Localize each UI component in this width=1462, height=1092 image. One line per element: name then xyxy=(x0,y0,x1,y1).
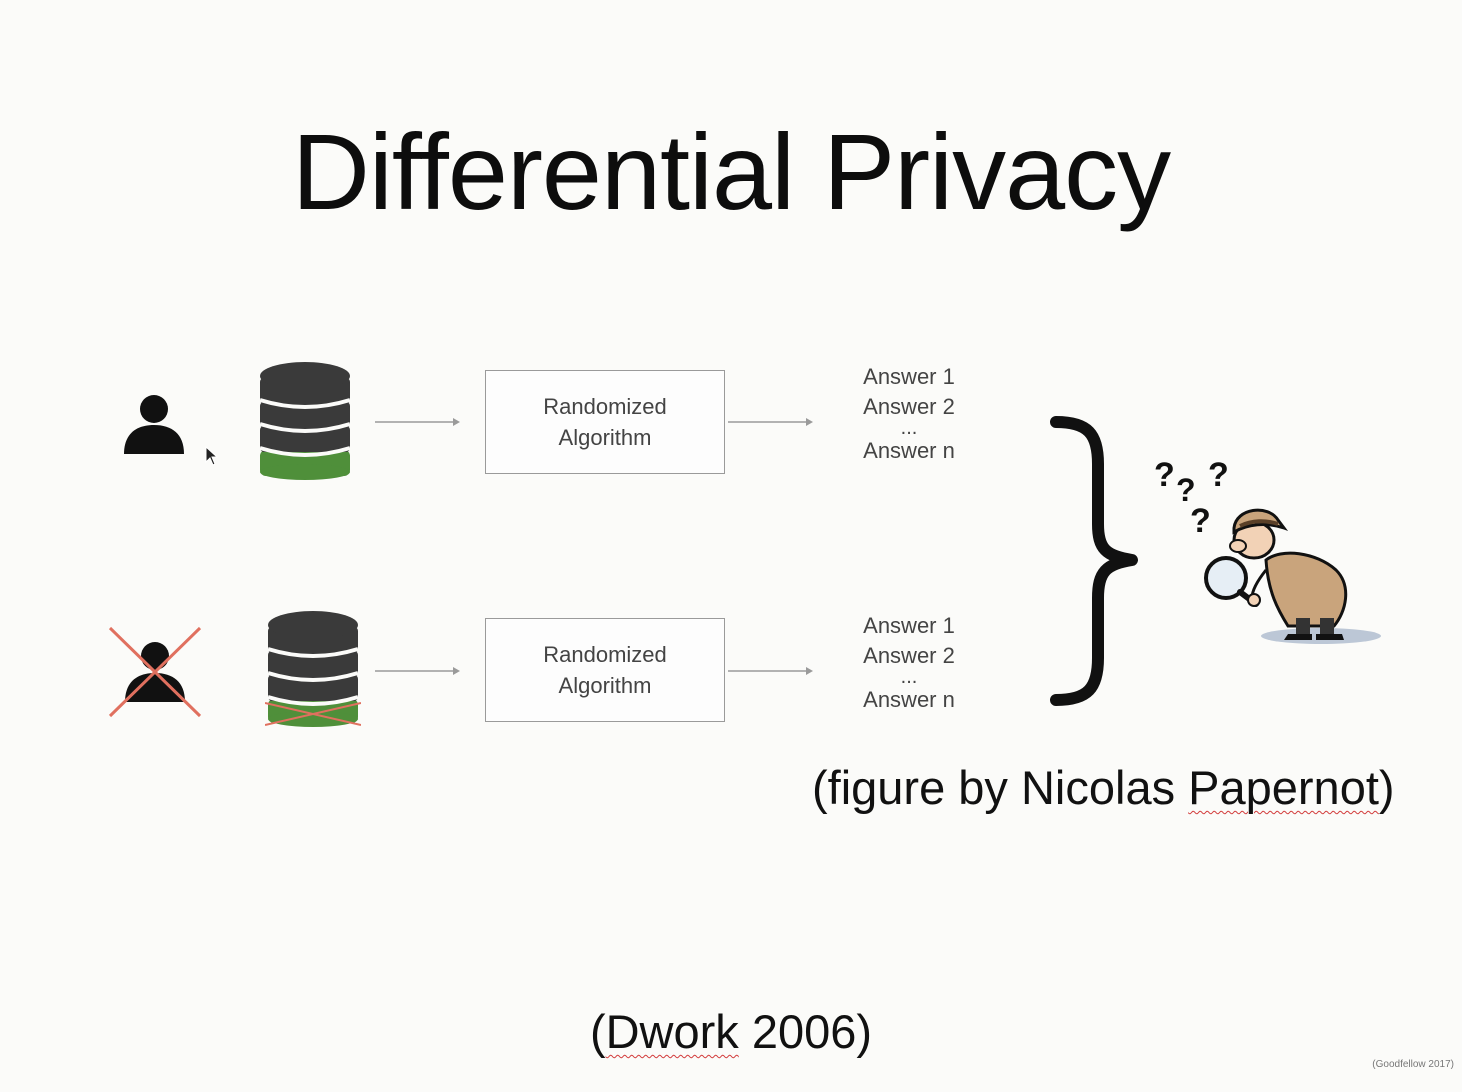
corner-attribution: (Goodfellow 2017) xyxy=(1372,1059,1454,1070)
answer-item: Answer 1 xyxy=(829,362,989,392)
person-icon xyxy=(120,392,188,458)
answer-item: Answer n xyxy=(829,685,989,715)
credit-name: Papernot xyxy=(1188,761,1379,814)
answers-list-2: Answer 1 Answer 2 ... Answer n xyxy=(829,611,989,715)
citation: (Dwork 2006) xyxy=(0,1002,1462,1062)
randomized-algorithm-box-1: Randomized Algorithm xyxy=(485,370,725,474)
question-mark: ? xyxy=(1154,456,1175,495)
answer-item: Answer 1 xyxy=(829,611,989,641)
arrow-to-answers-1 xyxy=(728,416,814,428)
answer-ellipsis: ... xyxy=(829,669,989,685)
curly-brace xyxy=(1048,414,1140,708)
algorithm-label-line-2: Algorithm xyxy=(559,670,652,701)
citation-rest: 2006) xyxy=(739,1005,872,1058)
database-icon xyxy=(258,360,352,482)
algorithm-label-line-2: Algorithm xyxy=(559,422,652,453)
removed-person-icon xyxy=(106,624,204,720)
arrow-to-algorithm-1 xyxy=(375,416,461,428)
credit-suffix: ) xyxy=(1379,761,1395,814)
citation-author: Dwork xyxy=(606,1005,739,1058)
detective-icon xyxy=(1196,500,1386,650)
citation-open: ( xyxy=(590,1005,606,1058)
arrow-to-algorithm-2 xyxy=(375,665,461,677)
algorithm-label-line-1: Randomized xyxy=(543,639,667,670)
answers-list-1: Answer 1 Answer 2 ... Answer n xyxy=(829,362,989,466)
randomized-algorithm-box-2: Randomized Algorithm xyxy=(485,618,725,722)
answer-ellipsis: ... xyxy=(829,420,989,436)
figure-credit: (figure by Nicolas Papernot) xyxy=(812,758,1462,818)
database-icon-modified xyxy=(265,607,361,731)
question-mark: ? xyxy=(1208,456,1229,495)
arrow-to-answers-2 xyxy=(728,665,814,677)
credit-prefix: (figure by Nicolas xyxy=(812,761,1188,814)
mouse-cursor-icon xyxy=(205,446,219,466)
slide-title: Differential Privacy xyxy=(0,112,1462,232)
algorithm-label-line-1: Randomized xyxy=(543,391,667,422)
answer-item: Answer n xyxy=(829,436,989,466)
